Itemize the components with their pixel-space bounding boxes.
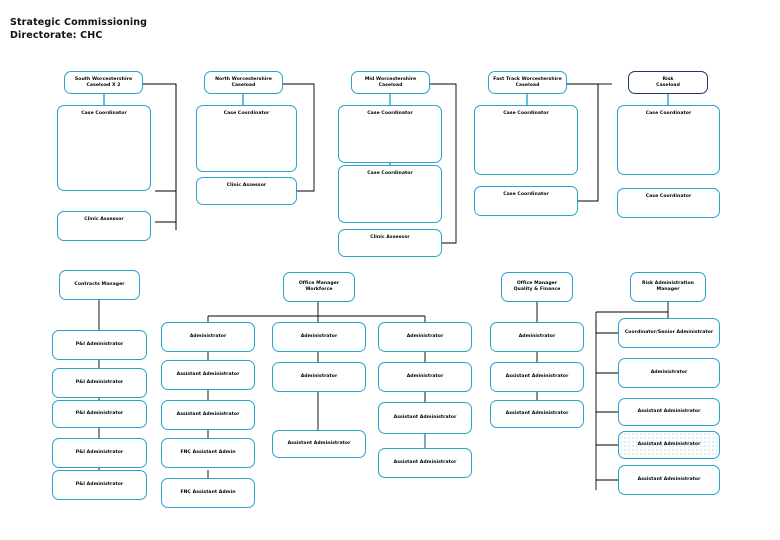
node-fnc-assistant-admin[interactable]: FNC Assistant Admin <box>161 438 255 468</box>
node-contracts-manager[interactable]: Contracts Manager <box>59 270 140 300</box>
node-case-coordinator[interactable]: Case Coordinator <box>474 186 578 216</box>
node-lead-south-worcestershire[interactable]: South Worcestershire Caseload X 2 <box>64 71 143 94</box>
node-assistant-administrator[interactable]: Assistant Administrator <box>490 362 584 392</box>
node-case-coordinator[interactable]: Case Coordinator <box>338 105 442 163</box>
node-administrator[interactable]: Administrator <box>618 358 720 388</box>
node-lead-risk[interactable]: Risk Caseload <box>628 71 708 94</box>
node-lead-north-worcestershire[interactable]: North Worcestershire Caseload <box>204 71 283 94</box>
node-assistant-administrator[interactable]: Assistant Administrator <box>490 400 584 428</box>
node-risk-administration-manager[interactable]: Risk Administration Manager <box>630 272 706 302</box>
node-administrator[interactable]: Administrator <box>490 322 584 352</box>
node-case-coordinator[interactable]: Case Coordinator <box>196 105 297 172</box>
node-assistant-administrator[interactable]: Assistant Administrator <box>161 400 255 430</box>
node-office-manager-quality-finance[interactable]: Office Manager Quality & Finance <box>501 272 573 302</box>
page-title: Strategic Commissioning Directorate: CHC <box>10 17 148 41</box>
node-administrator[interactable]: Administrator <box>378 322 472 352</box>
node-assistant-administrator[interactable]: Assistant Administrator <box>378 448 472 478</box>
node-lead-fast-track[interactable]: Fast Track Worcestershire Caseload <box>488 71 567 94</box>
node-case-coordinator[interactable]: Case Coordinator <box>617 188 720 218</box>
node-fnc-assistant-admin[interactable]: FNC Assistant Admin <box>161 478 255 508</box>
node-assistant-administrator-highlighted[interactable]: Assistant Administrator <box>618 431 720 459</box>
node-administrator[interactable]: Administrator <box>161 322 255 352</box>
node-assistant-administrator[interactable]: Assistant Administrator <box>618 398 720 426</box>
node-administrator[interactable]: Administrator <box>272 362 366 392</box>
node-coordinator-senior-administrator[interactable]: Coordinator/Senior Administrator <box>618 318 720 348</box>
node-lead-mid-worcestershire[interactable]: Mid Worcestershire Caseload <box>351 71 430 94</box>
node-clinic-assessor[interactable]: Clinic Assessor <box>196 177 297 205</box>
node-assistant-administrator[interactable]: Assistant Administrator <box>378 402 472 434</box>
node-case-coordinator[interactable]: Case Coordinator <box>338 165 442 223</box>
node-assistant-administrator[interactable]: Assistant Administrator <box>618 465 720 495</box>
node-clinic-assessor[interactable]: Clinic Assessor <box>338 229 442 257</box>
node-case-coordinator[interactable]: Case Coordinator <box>617 105 720 175</box>
node-pi-administrator[interactable]: P&I Administrator <box>52 368 147 398</box>
node-administrator[interactable]: Administrator <box>272 322 366 352</box>
node-assistant-administrator[interactable]: Assistant Administrator <box>161 360 255 390</box>
node-case-coordinator[interactable]: Case Coordinator <box>474 105 578 175</box>
node-pi-administrator[interactable]: P&I Administrator <box>52 400 147 428</box>
node-pi-administrator[interactable]: P&I Administrator <box>52 330 147 360</box>
node-office-manager-workforce[interactable]: Office Manager Workforce <box>283 272 355 302</box>
node-assistant-administrator[interactable]: Assistant Administrator <box>272 430 366 458</box>
node-clinic-assessor[interactable]: Clinic Assessor <box>57 211 151 241</box>
node-case-coordinator[interactable]: Case Coordinator <box>57 105 151 191</box>
node-administrator[interactable]: Administrator <box>378 362 472 392</box>
node-pi-administrator[interactable]: P&I Administrator <box>52 438 147 468</box>
node-pi-administrator[interactable]: P&I Administrator <box>52 470 147 500</box>
